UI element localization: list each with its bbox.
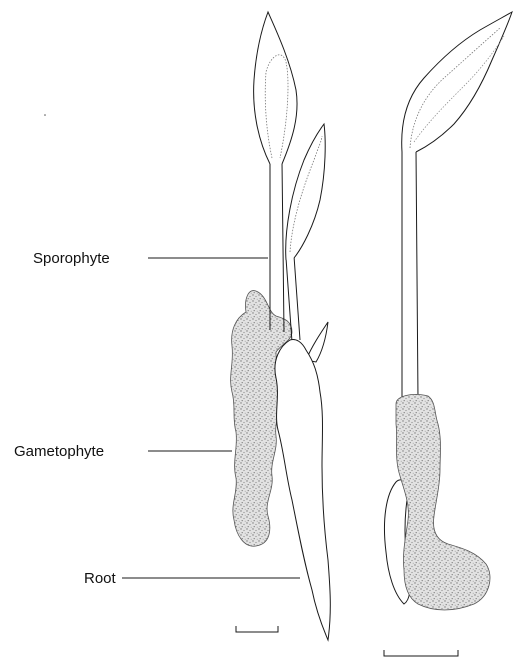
left-scale-bar: [236, 626, 278, 632]
left-root: [275, 339, 330, 640]
right-sporophyte-stalk: [402, 150, 418, 400]
sporophyte-label: Sporophyte: [33, 251, 110, 266]
right-gametophyte-body: [396, 394, 490, 610]
left-sporophyte-1-leaf: [254, 12, 297, 164]
gametophyte-label: Gametophyte: [14, 444, 104, 459]
left-sporophyte-1-stalk: [270, 162, 284, 332]
right-sporophyte-leaf: [402, 12, 512, 152]
stray-dot: [44, 114, 46, 116]
root-label: Root: [84, 571, 116, 586]
right-scale-bar: [384, 650, 458, 656]
